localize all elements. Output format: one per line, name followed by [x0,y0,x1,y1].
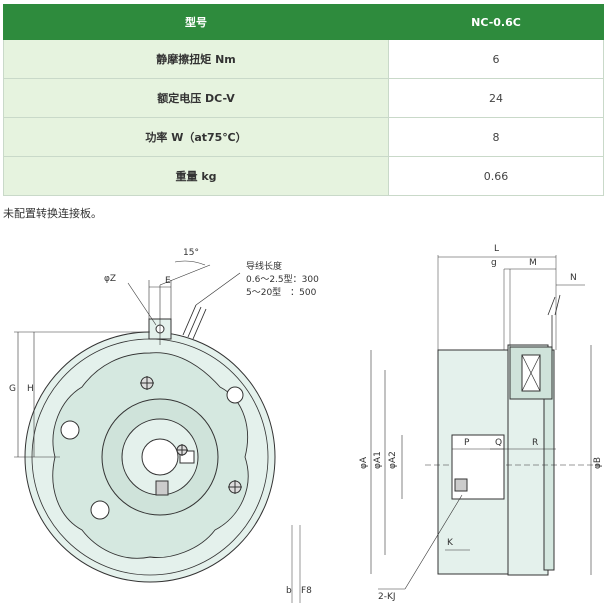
side-phi-a2-label: φA2 [388,451,398,469]
front-hole-left [60,420,80,440]
front-hole-bottom [90,500,110,520]
technical-drawing: 15° 导线长度 0.6～2.5型：300 5～20型 ：500 φZ E G … [9,244,603,603]
note-text: 未配置转换连接板。 [3,207,102,220]
front-bore [141,438,179,476]
side-p-label: P [464,438,470,448]
front-g-label: G [9,384,16,394]
side-phi-b-label: φB [593,457,603,469]
front-lead-row2: 5～20型 ：500 [246,287,317,298]
row-label-voltage: 额定电压 DC-V [3,78,389,118]
row-label-torque: 静摩擦扭矩 Nm [3,39,389,79]
header-model: NC-0.6C [388,4,604,40]
table-row: 静摩擦扭矩 Nm 6 [3,39,604,79]
side-q-label: Q [495,438,502,448]
header-label: 型号 [3,4,389,40]
side-g-label: g [491,258,497,268]
table-row: 功率 W（at75℃） 8 [3,117,604,157]
front-bolt-left [176,444,188,456]
side-phi-a1-label: φA1 [373,451,383,469]
table-row: 重量 kg 0.66 [3,156,604,196]
table-header-row: 型号 NC-0.6C [3,4,604,40]
side-n-label: N [570,273,577,283]
front-f8-label: F8 [301,586,312,596]
row-label-power: 功率 W（at75℃） [3,117,389,157]
side-phi-a-label: φA [359,456,369,469]
side-hub-screw [454,478,468,492]
spec-table: 型号 NC-0.6C 静摩擦扭矩 Nm 6 额定电压 DC-V 24 功率 W（… [3,4,604,196]
row-value-voltage: 24 [388,78,604,118]
front-bolt-top [140,376,154,390]
row-value-torque: 6 [388,39,604,79]
front-lead-wire [182,304,207,340]
row-value-weight: 0.66 [388,156,604,196]
front-lead-guide [195,272,241,306]
front-h-label: H [27,384,34,394]
front-screw-block [155,480,169,496]
front-b-label: b [286,586,292,596]
side-view [370,255,600,590]
side-kj-label: 2-KJ [378,592,396,602]
front-angle-label: 15° [183,248,199,258]
front-lead-row1: 0.6～2.5型：300 [246,274,319,285]
table-row: 额定电压 DC-V 24 [3,78,604,118]
front-bolt-right [228,480,242,494]
side-lead-wire [547,294,561,347]
front-view [14,260,301,603]
side-k-label: K [447,538,454,548]
front-lead-title: 导线长度 [246,260,282,272]
row-value-power: 8 [388,117,604,157]
row-label-weight: 重量 kg [3,156,389,196]
side-m-label: M [529,258,537,268]
side-r-label: R [532,438,538,448]
side-l-label: L [494,244,499,254]
front-hole-right [226,386,244,404]
front-e-label: E [165,276,171,286]
front-phi-z-label: φZ [104,274,116,284]
